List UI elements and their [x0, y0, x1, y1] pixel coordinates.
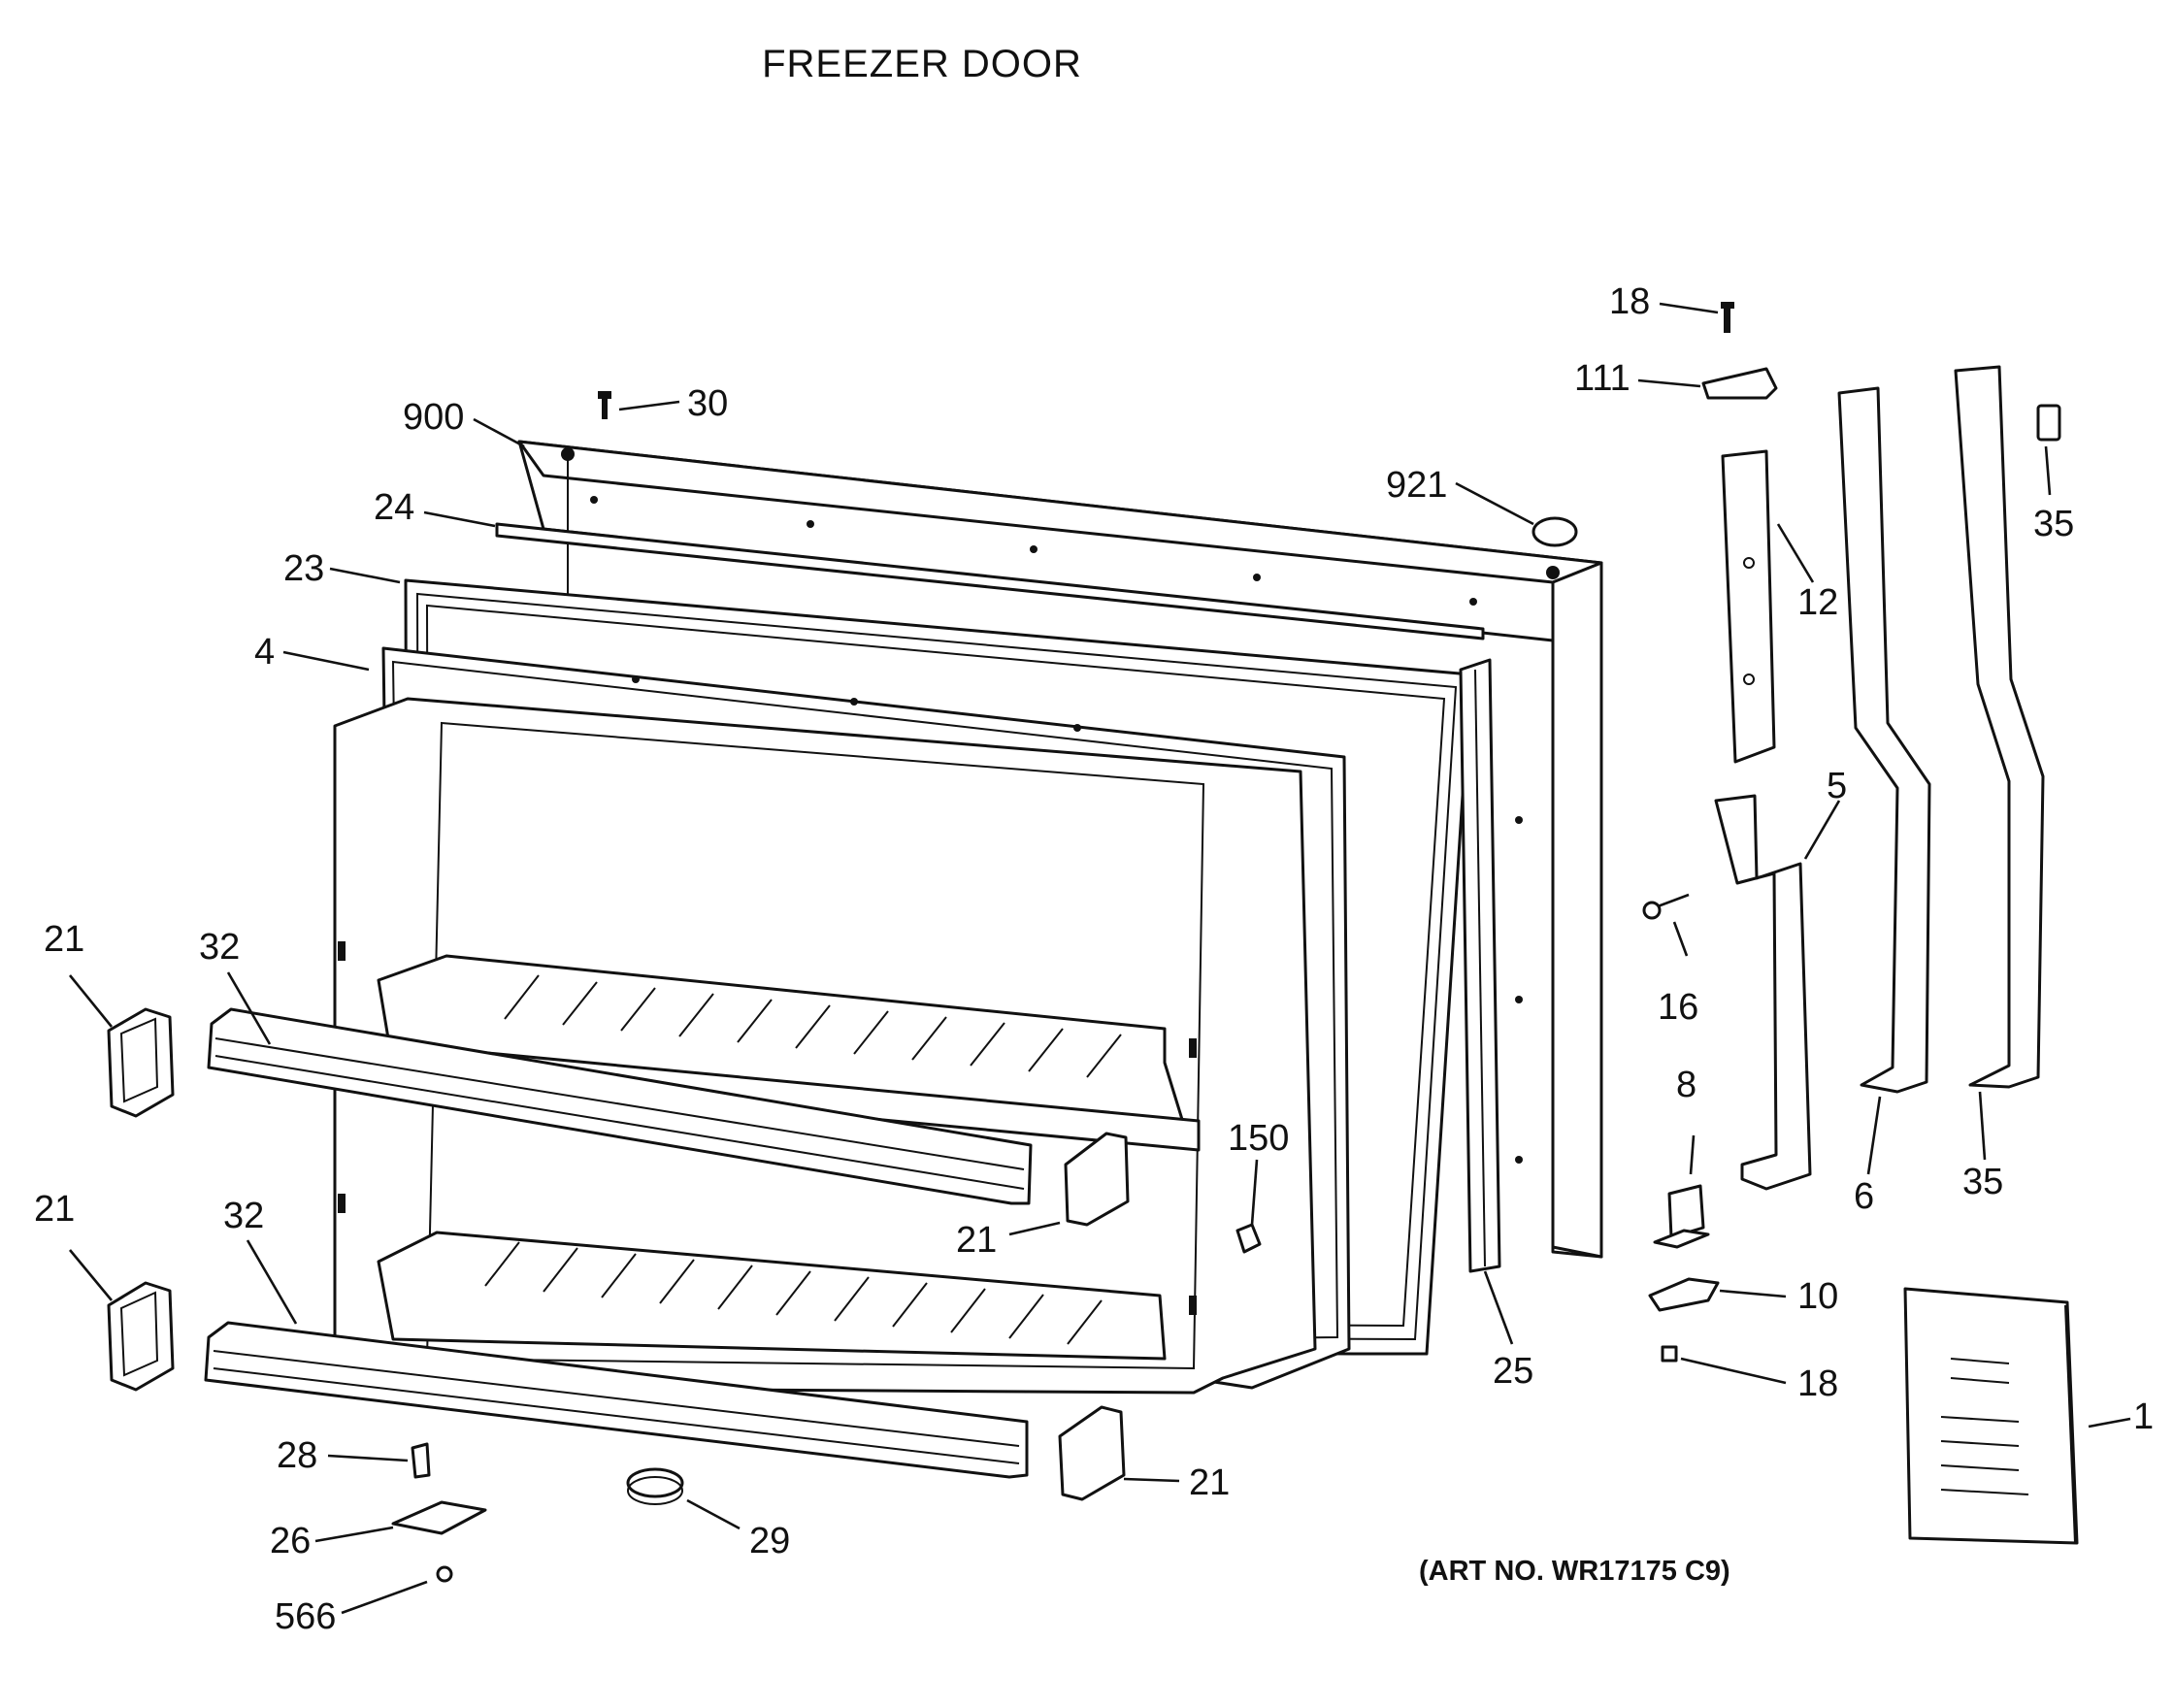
end-cap-upper-left	[107, 1007, 175, 1118]
callout-28: 28	[277, 1435, 317, 1476]
callout-5: 5	[1827, 766, 1847, 806]
stop-8	[1653, 1184, 1710, 1249]
callout-1: 1	[2133, 1396, 2154, 1437]
callout-32-upper: 32	[199, 927, 240, 968]
screw-566	[436, 1565, 453, 1583]
hinge-bracket-5	[1714, 794, 1812, 1191]
callout-32-lower: 32	[223, 1196, 264, 1236]
callout-18-top: 18	[1609, 281, 1650, 322]
hinge-cap-111	[1701, 367, 1778, 400]
callout-25: 25	[1493, 1351, 1533, 1392]
callout-12: 12	[1797, 582, 1838, 623]
callout-26: 26	[270, 1521, 311, 1561]
callout-16: 16	[1658, 987, 1698, 1028]
callout-566: 566	[275, 1596, 336, 1637]
plug-921	[1532, 516, 1578, 547]
diagram-title: FREEZER DOOR	[762, 43, 1082, 85]
screw-150	[1235, 1223, 1262, 1254]
callout-18-bottom: 18	[1797, 1363, 1838, 1404]
top-strip	[495, 522, 1485, 640]
side-rail	[1459, 658, 1501, 1273]
callout-29: 29	[749, 1521, 790, 1561]
callout-6: 6	[1854, 1176, 1874, 1217]
grommet-29	[626, 1467, 684, 1505]
callout-24: 24	[374, 487, 414, 528]
art-number: (ART NO. WR17175 C9)	[1419, 1556, 1730, 1587]
callout-150: 150	[1228, 1118, 1289, 1159]
callout-4: 4	[254, 632, 275, 673]
owners-manual-1	[1903, 1287, 2079, 1545]
shelf-bar-upper	[207, 1007, 1033, 1205]
plate-26	[391, 1500, 487, 1535]
callout-900: 900	[403, 397, 464, 438]
callout-35-top: 35	[2033, 504, 2074, 544]
outer-door-panel	[517, 440, 1603, 1259]
screw-18-top	[1721, 302, 1734, 333]
handle-strap-6	[1837, 386, 1931, 1094]
callout-111: 111	[1574, 358, 1630, 399]
callout-35-bottom: 35	[1962, 1162, 2003, 1202]
callout-10: 10	[1797, 1276, 1838, 1317]
cap-35-top	[2036, 404, 2061, 442]
shelf-bar-lower	[204, 1321, 1029, 1479]
callout-labels: 18 111 30 900 921 24 23 4 12 35 5 16 8 1…	[34, 281, 2154, 1637]
leader-lines	[68, 302, 2131, 1615]
callout-30: 30	[687, 383, 728, 424]
callout-21-mid: 21	[956, 1220, 997, 1261]
callout-23: 23	[283, 548, 324, 589]
hinge-plate-10	[1648, 1277, 1720, 1312]
callout-21-upper-left: 21	[44, 919, 84, 960]
screw-30	[598, 391, 611, 419]
end-cap-bottom	[1058, 1405, 1126, 1501]
end-cap-mid	[1064, 1132, 1130, 1227]
screw-18-bottom	[1661, 1345, 1678, 1363]
screw-16	[1642, 893, 1690, 920]
callout-8: 8	[1676, 1065, 1696, 1105]
callout-21-lower-left: 21	[34, 1189, 75, 1230]
screw-28	[411, 1442, 431, 1479]
end-cap-lower-left	[107, 1281, 175, 1392]
callout-921: 921	[1386, 465, 1447, 506]
callout-21-bottom: 21	[1189, 1462, 1230, 1503]
handle-strap-35	[1954, 365, 2045, 1089]
hinge-bracket-12	[1721, 449, 1776, 764]
door-liner-front	[333, 697, 1317, 1395]
